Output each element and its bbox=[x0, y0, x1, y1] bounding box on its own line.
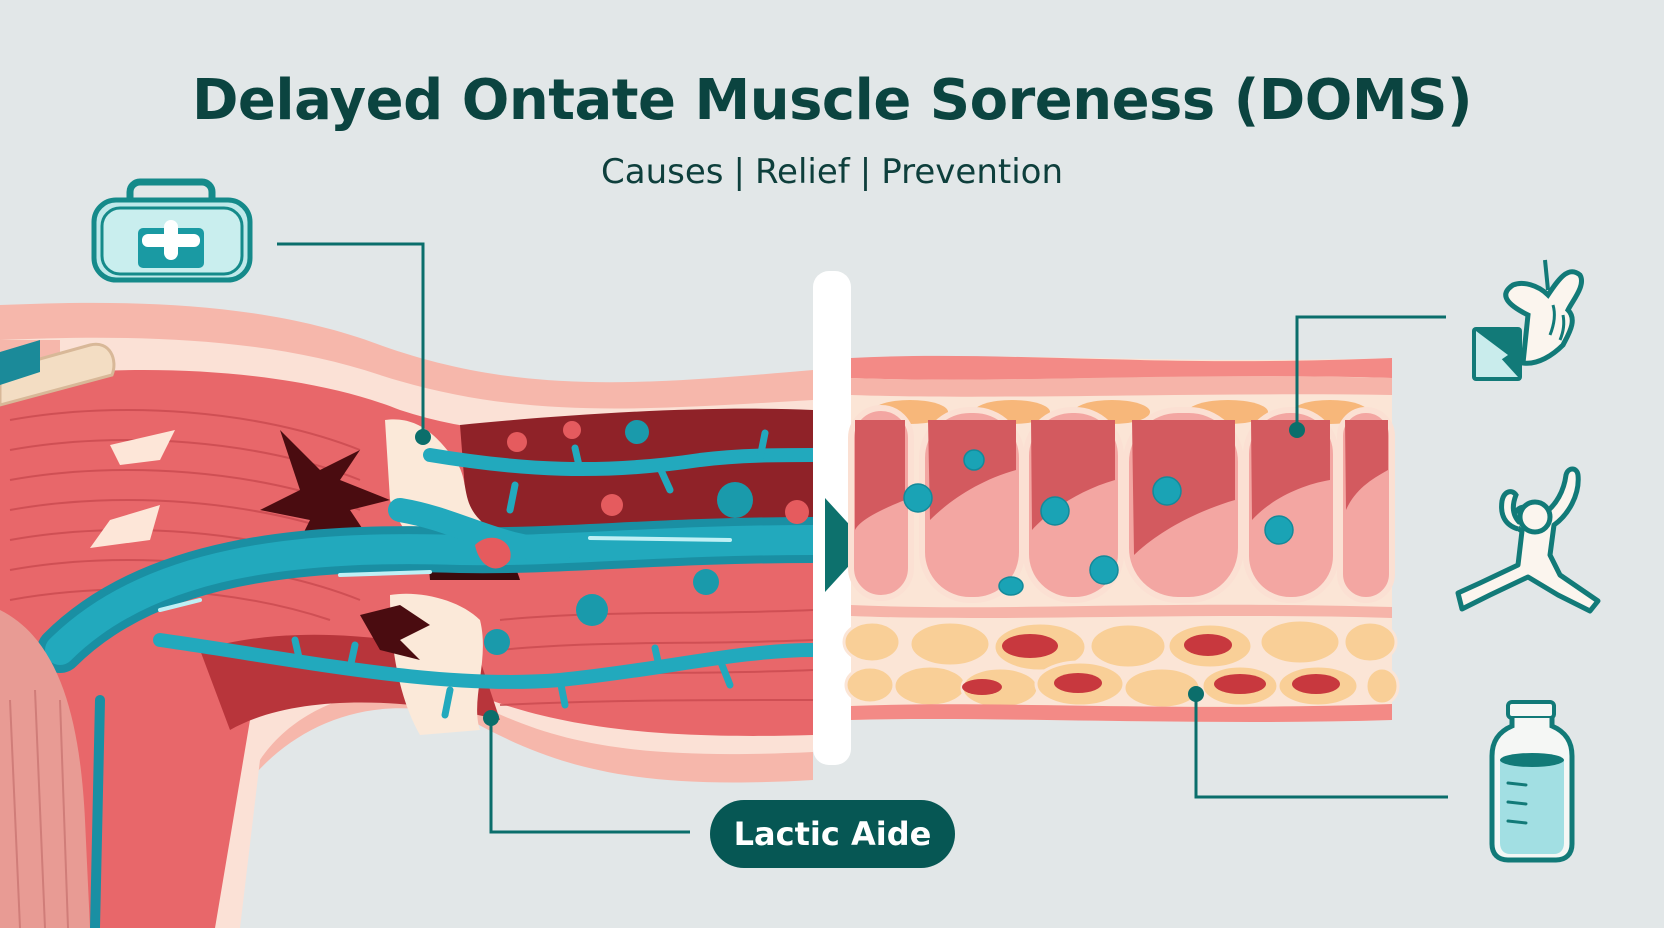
damaged-muscle-illustration bbox=[0, 302, 836, 928]
subtitle-causes: Causes bbox=[601, 152, 724, 192]
play-arrow-icon bbox=[825, 498, 868, 592]
subtitle-prevention: Prevention bbox=[881, 152, 1063, 192]
callout-dot bbox=[483, 710, 499, 726]
water-bottle-icon bbox=[1489, 700, 1575, 863]
stretching-person-icon bbox=[1455, 466, 1601, 614]
healthy-tissue-illustration bbox=[842, 355, 1400, 722]
callout-dot bbox=[415, 429, 431, 445]
callout-line-hydration bbox=[1194, 694, 1448, 799]
lactic-aide-label: Lactic Aide bbox=[710, 800, 955, 868]
callout-line-first-aid bbox=[277, 242, 425, 437]
callout-dot bbox=[1188, 686, 1204, 702]
page-title: Delayed Ontate Muscle Soreness (DOMS) bbox=[191, 68, 1473, 133]
callout-line-lactic bbox=[489, 718, 690, 834]
subtitle-relief: Relief bbox=[754, 152, 850, 192]
callout-line-ice-pack bbox=[1295, 315, 1446, 430]
first-aid-kit-icon bbox=[91, 178, 253, 283]
subtitle-separator: | bbox=[859, 152, 872, 192]
subtitle-separator: | bbox=[733, 152, 745, 192]
page-subtitle: Causes|Relief|Prevention bbox=[0, 152, 1664, 192]
ice-pack-hand-icon bbox=[1472, 259, 1584, 381]
callout-dot bbox=[1289, 422, 1305, 438]
